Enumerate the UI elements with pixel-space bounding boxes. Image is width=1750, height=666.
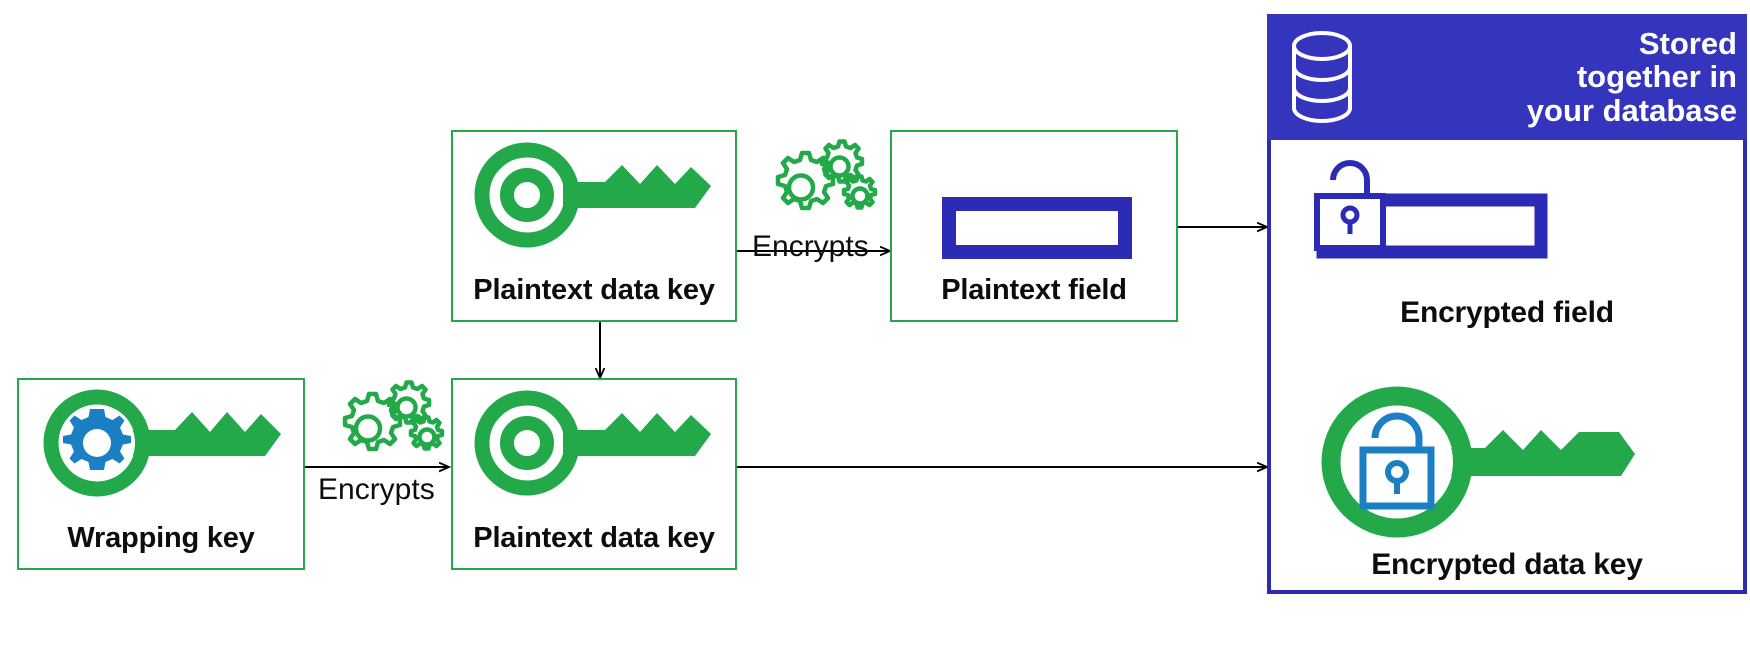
key-icon: [459, 390, 731, 508]
wrapping-key-label: Wrapping key: [67, 522, 255, 554]
encrypts-label-bottom: Encrypts: [318, 473, 435, 506]
plaintext-data-key-bottom-label: Plaintext data key: [473, 522, 715, 554]
database-cylinder-icon: [1289, 30, 1355, 124]
plaintext-data-key-top-label: Plaintext data key: [473, 274, 715, 306]
plaintext-data-key-top-box: Plaintext data key: [451, 130, 737, 322]
database-panel-header-text: Stored together in your database: [1526, 25, 1737, 128]
encrypted-data-key-label: Encrypted data key: [1371, 548, 1643, 581]
field-rectangle-icon: [942, 197, 1132, 259]
gears-icon-top: [760, 139, 880, 232]
encrypts-label-top: Encrypts: [752, 230, 869, 263]
plaintext-field-label: Plaintext field: [941, 274, 1127, 306]
key-with-lock-icon: [1289, 386, 1749, 566]
database-panel-header: Stored together in your database: [1267, 14, 1747, 140]
key-icon: [459, 142, 731, 260]
gears-icon-bottom: [327, 380, 447, 473]
plaintext-data-key-bottom-box: Plaintext data key: [451, 378, 737, 570]
locked-field-icon: [1301, 158, 1551, 278]
wrapping-key-box: Wrapping key: [17, 378, 305, 570]
plaintext-field-box: Plaintext field: [890, 130, 1178, 322]
encrypted-field-label: Encrypted field: [1400, 296, 1614, 329]
key-with-gear-icon: [27, 388, 299, 510]
stored-in-database-panel: Stored together in your database Encrypt…: [1267, 14, 1747, 594]
